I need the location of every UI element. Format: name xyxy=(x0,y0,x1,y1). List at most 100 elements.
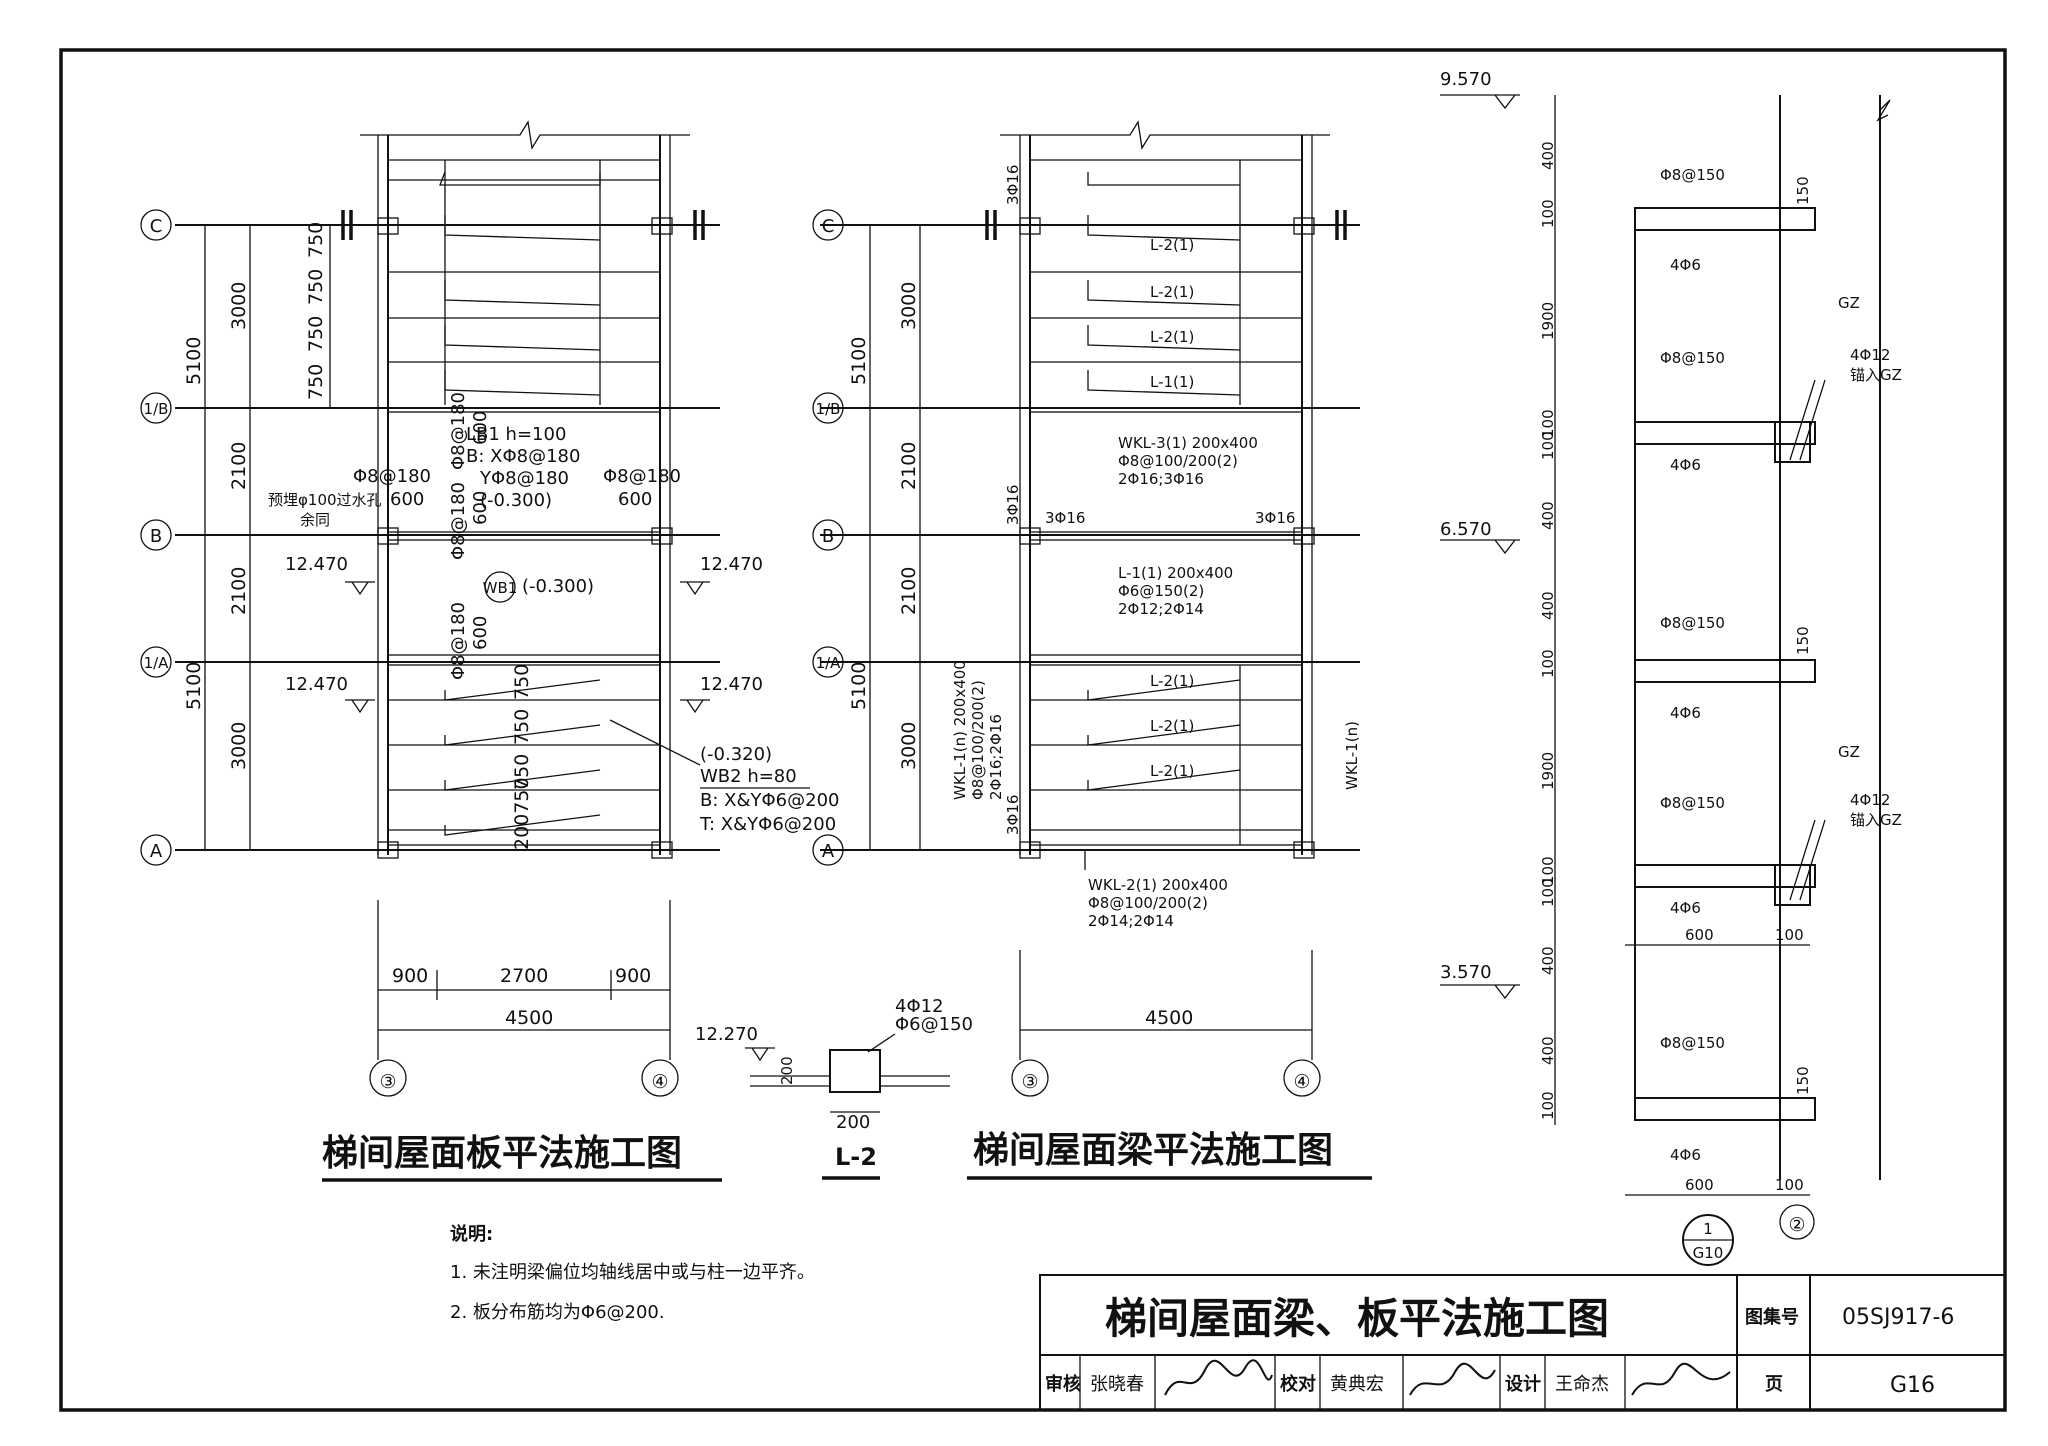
rebar-3-16-e: 3Φ16 xyxy=(1004,795,1022,835)
beam-col3: ③ xyxy=(1021,1071,1038,1093)
slab-elev-3: 12.470 xyxy=(285,674,348,695)
sec-gz-1: GZ xyxy=(1838,294,1860,312)
sec-w100-1: 100 xyxy=(1775,926,1804,944)
sec-bot-1: 4Φ6 xyxy=(1670,256,1701,274)
lb1-line4: (-0.300) xyxy=(480,490,552,511)
l2-rebar2: Φ6@150 xyxy=(895,1014,973,1035)
sec-elev-low: 3.570 xyxy=(1440,962,1492,983)
sec-bot-2: 4Φ6 xyxy=(1670,456,1701,474)
stair-dim-5: 750 xyxy=(511,664,533,700)
sec-dim-100d: 100 xyxy=(1539,649,1557,678)
slab-elev-1: 12.470 xyxy=(285,554,348,575)
sec-gz-rebar-1: 4Φ12 xyxy=(1850,346,1890,364)
wkl2-line3: 2Φ14;2Φ14 xyxy=(1088,912,1174,930)
slab-plan: C 1/B B 1/A A 5100 3000 2100 2100 5100 3… xyxy=(140,120,839,1182)
beam-dim-3000a: 3000 xyxy=(898,282,920,330)
beam-total: 4500 xyxy=(1145,1007,1193,1029)
slab-dim-3000a: 3000 xyxy=(228,282,250,330)
lb1-line2: B: XΦ8@180 xyxy=(466,446,580,467)
tb-designer: 王命杰 xyxy=(1555,1374,1609,1395)
sec-elev-top: 9.570 xyxy=(1440,69,1492,90)
beam-tag-5: L-2(1) xyxy=(1150,672,1194,690)
rebar-3-16-a: 3Φ16 xyxy=(1045,509,1085,527)
sec-rebar-3: Φ8@150 xyxy=(1660,614,1725,632)
slab-col4: ④ xyxy=(651,1071,668,1093)
drain-note: 预埋φ100过水孔 xyxy=(268,491,382,509)
slab-dim-5100a: 5100 xyxy=(183,337,205,385)
sec-gz-anchor-1: 锚入GZ xyxy=(1850,366,1902,384)
wb1-tag: WB1 xyxy=(483,579,518,597)
lb1-line3: YΦ8@180 xyxy=(479,468,569,489)
sec-gz-2: GZ xyxy=(1838,743,1860,761)
slab-rebar-v1: Φ8@180 xyxy=(448,392,469,470)
slab-hdim-total: 4500 xyxy=(505,1007,553,1029)
sec-elev-mid: 6.570 xyxy=(1440,519,1492,540)
reviewer-signature xyxy=(1164,1359,1273,1396)
beam-dim-2100a: 2100 xyxy=(898,442,920,490)
beam-dim-5100a: 5100 xyxy=(848,337,870,385)
l2-height: 200 xyxy=(778,1056,796,1085)
tb-page-label: 页 xyxy=(1765,1374,1783,1395)
checker-signature xyxy=(1409,1362,1496,1396)
sec-dim-100a: 100 xyxy=(1539,199,1557,228)
slab-hdim-2: 2700 xyxy=(500,965,548,987)
sec-gz-rebar-2: 4Φ12 xyxy=(1850,791,1890,809)
sec-bot-5: 4Φ6 xyxy=(1670,1146,1701,1164)
slab-600-v2: 600 xyxy=(470,491,491,525)
tb-reviewer: 张晓春 xyxy=(1090,1374,1144,1395)
axis-c: C xyxy=(150,216,163,237)
sec-dim-400c: 400 xyxy=(1539,591,1557,620)
section-l2: 12.270 200 200 4Φ12 Φ6@150 L-2 xyxy=(695,996,973,1180)
wkl1-left-1: WKL-1(n) 200x400 xyxy=(951,660,969,800)
detail-num: 1 xyxy=(1703,1220,1713,1238)
tb-page-no: G16 xyxy=(1890,1373,1935,1398)
slab-hdim-3: 900 xyxy=(615,965,651,987)
slab-dim-3000b: 3000 xyxy=(228,722,250,770)
detail-sheet: G10 xyxy=(1693,1244,1724,1262)
sec-rebar-4: Φ8@150 xyxy=(1660,794,1725,812)
l1-line2: Φ6@150(2) xyxy=(1118,582,1204,600)
beam-plan-title: 梯间屋面梁平法施工图 xyxy=(973,1130,1333,1171)
tb-main-title: 梯间屋面梁、板平法施工图 xyxy=(1105,1294,1609,1343)
sec-col2: ② xyxy=(1788,1214,1805,1236)
slab-col3: ③ xyxy=(379,1071,396,1093)
stair-dim-7: 750 xyxy=(511,754,533,790)
stair-dim-6: 750 xyxy=(511,709,533,745)
beam-dim-5100b: 5100 xyxy=(848,662,870,710)
axis-a: A xyxy=(150,841,163,862)
wkl3-line1: WKL-3(1) 200x400 xyxy=(1118,434,1258,452)
wkl1-left-2: Φ8@100/200(2) xyxy=(969,680,987,800)
slab-rebar-v2: Φ8@180 xyxy=(448,482,469,560)
beam-dim-3000b: 3000 xyxy=(898,722,920,770)
stair-dim-4: 750 xyxy=(305,364,327,400)
beam-tag-1: L-2(1) xyxy=(1150,236,1194,254)
wkl1-right: WKL-1(n) xyxy=(1343,721,1361,790)
rebar-3-16-b: 3Φ16 xyxy=(1255,509,1295,527)
rebar-3-16-d: 3Φ16 xyxy=(1004,485,1022,525)
sec-150-1: 150 xyxy=(1794,176,1812,205)
slab-elevations: 12.470 12.470 12.470 12.470 xyxy=(285,554,763,714)
sec-dim-1900b: 1900 xyxy=(1539,752,1557,790)
sec-dim-100e: 100 xyxy=(1539,856,1557,885)
sec-w600-1: 600 xyxy=(1685,926,1714,944)
beam-col4: ④ xyxy=(1293,1071,1310,1093)
stair-dim-2: 750 xyxy=(305,269,327,305)
lb1-line1: LB1 h=100 xyxy=(466,424,566,445)
sec-dim-100g: 100 xyxy=(1539,1091,1557,1120)
l2-elev: 12.270 xyxy=(695,1024,758,1045)
notes: 说明: 1. 未注明梁偏位均轴线居中或与柱一边平齐。 2. 板分布筋均为Φ6@2… xyxy=(450,1223,815,1323)
sheet-border xyxy=(59,48,2007,1412)
sec-bot-3: 4Φ6 xyxy=(1670,704,1701,722)
sec-150-2: 150 xyxy=(1794,626,1812,655)
wkl3-line2: Φ8@100/200(2) xyxy=(1118,452,1238,470)
slab-dim-2100b: 2100 xyxy=(228,567,250,615)
slab-dim-2100a: 2100 xyxy=(228,442,250,490)
slab-600-left: 600 xyxy=(390,489,424,510)
wb2-line1: (-0.320) xyxy=(700,744,772,765)
stair-dim-8: 200750 xyxy=(511,777,533,850)
wkl3-line3: 2Φ16;3Φ16 xyxy=(1118,470,1204,488)
wkl1-left-3: 2Φ16;2Φ16 xyxy=(987,714,1005,800)
slab-rebar-right: Φ8@180 xyxy=(603,466,681,487)
beam-dim-2100b: 2100 xyxy=(898,567,920,615)
note-1: 1. 未注明梁偏位均轴线居中或与柱一边平齐。 xyxy=(450,1262,815,1283)
